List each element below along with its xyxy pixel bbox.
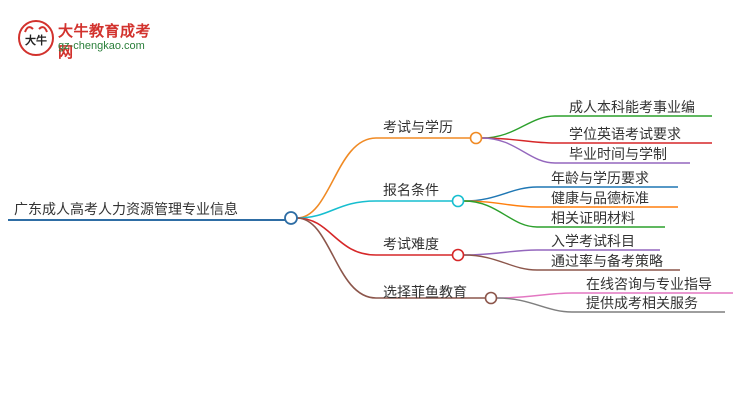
leaf-connector (463, 186, 538, 202)
branch-node[interactable] (484, 291, 498, 305)
leaf-label[interactable]: 年龄与学历要求 (551, 171, 649, 187)
branch-connector (296, 200, 377, 219)
leaf-label[interactable]: 成人本科能考事业编 (569, 100, 695, 116)
leaf-label[interactable]: 健康与品德标准 (551, 190, 649, 207)
leaf-label[interactable]: 毕业时间与学制 (569, 147, 667, 163)
leaf-label[interactable]: 学位英语考试要求 (569, 126, 681, 143)
branch-label[interactable]: 考试与学历 (383, 120, 453, 136)
site-logo[interactable]: 大牛 大牛教育成考网 gz-chengkao.com (16, 18, 166, 61)
leaf-label[interactable]: 提供成考相关服务 (586, 296, 698, 312)
leaf-connector (496, 292, 573, 299)
leaf-connector (496, 297, 573, 313)
logo-url: gz-chengkao.com (58, 40, 145, 52)
logo-mark-text: 大牛 (25, 33, 47, 47)
leaf-connector (463, 249, 538, 256)
leaf-connector (463, 254, 538, 271)
branch-label[interactable]: 选择菲鱼教育 (383, 284, 467, 301)
branch-label[interactable]: 考试难度 (383, 237, 439, 253)
branch-label[interactable]: 报名条件 (383, 182, 439, 199)
leaf-label[interactable]: 通过率与备考策略 (551, 253, 663, 270)
leaf-label[interactable]: 相关证明材料 (551, 211, 635, 227)
root-node[interactable] (284, 211, 298, 225)
leaf-connector (481, 137, 556, 164)
branch-connector (296, 217, 377, 256)
branch-connector (296, 137, 377, 219)
branch-node[interactable] (451, 194, 465, 208)
branch-connector (296, 217, 377, 299)
leaf-label[interactable]: 在线咨询与专业指导 (586, 277, 712, 293)
leaf-label[interactable]: 入学考试科目 (551, 234, 635, 250)
branch-node[interactable] (451, 248, 465, 262)
leaf-connector (481, 115, 556, 139)
branch-node[interactable] (469, 131, 483, 145)
bull-logo-icon: 大牛 (18, 20, 54, 56)
root-topic[interactable]: 广东成人高考人力资源管理专业信息 (14, 201, 238, 218)
logo-title: 大牛教育成考网 (58, 22, 152, 61)
leaf-connector (463, 200, 538, 228)
